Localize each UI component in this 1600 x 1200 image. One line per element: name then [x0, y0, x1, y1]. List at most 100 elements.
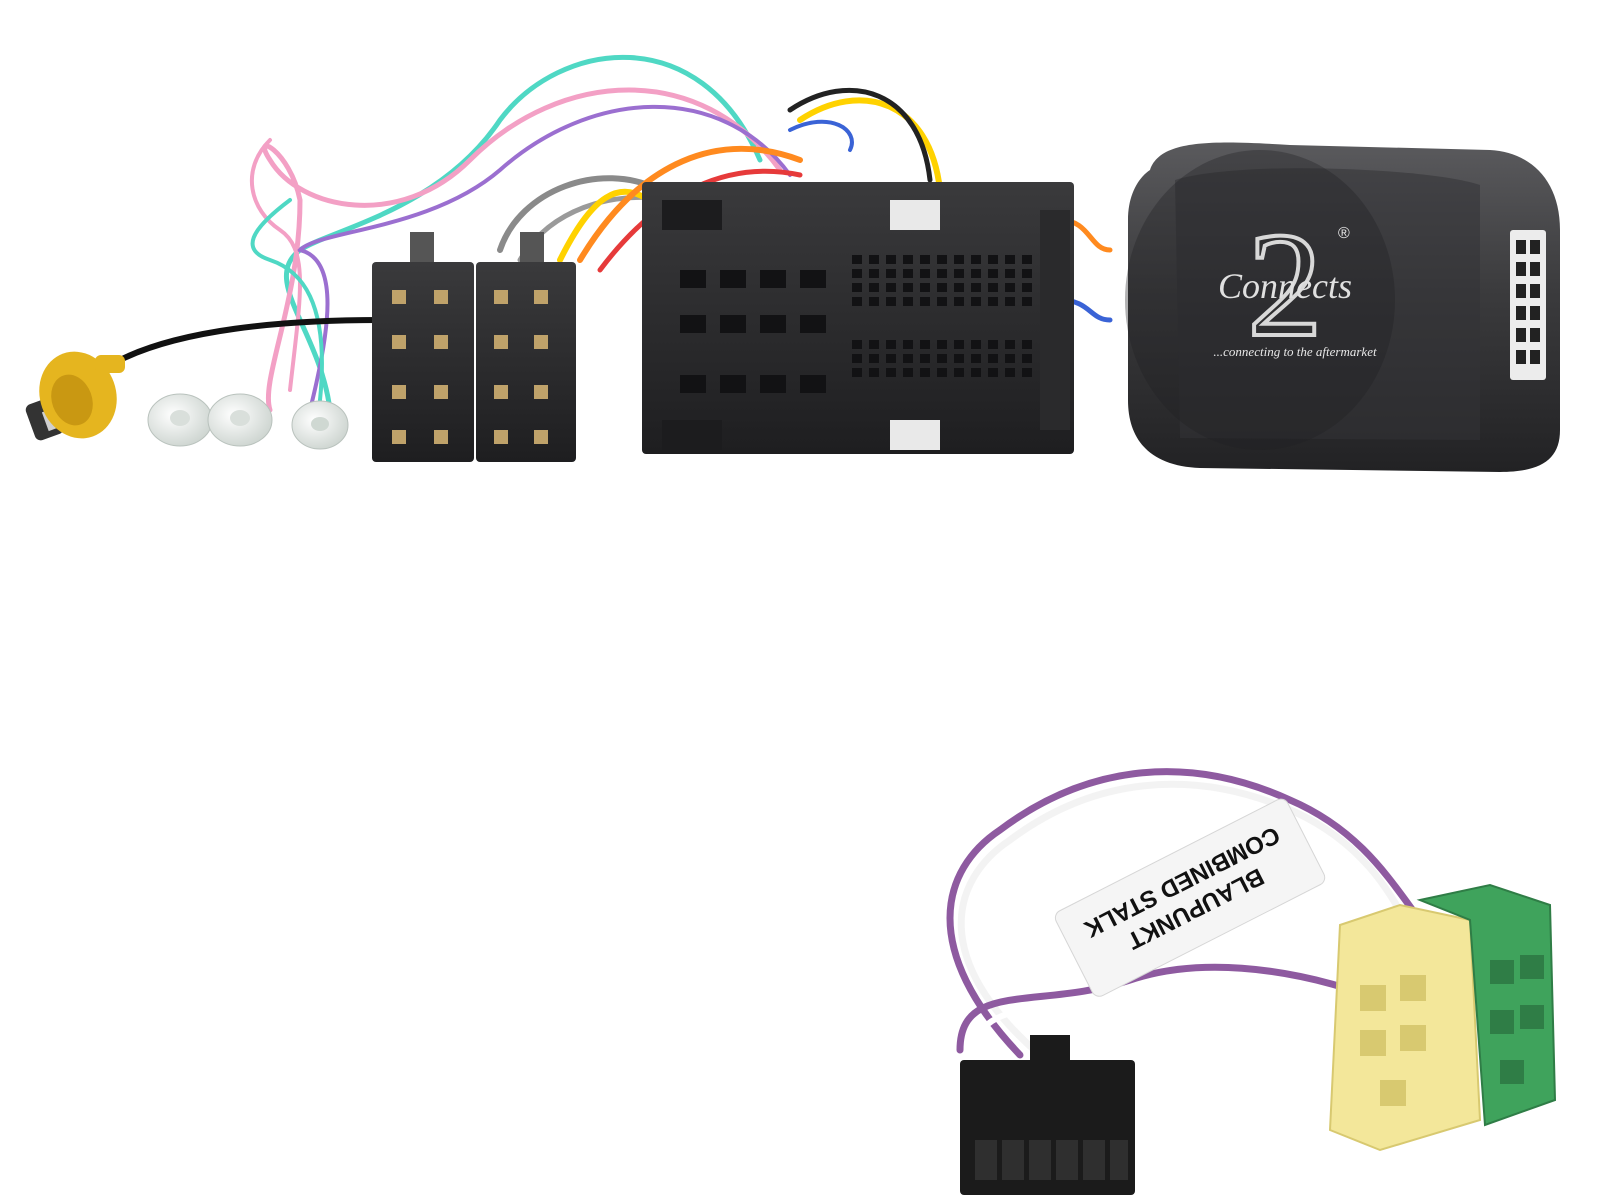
connector-pin-cavity	[720, 375, 746, 393]
connector-pin-cavity	[886, 255, 896, 264]
connector-pin-cavity	[869, 283, 879, 292]
connector-pin-cavity	[971, 283, 981, 292]
connector-pin-cavity	[971, 269, 981, 278]
connector-pin-cavity	[954, 255, 964, 264]
connector-pin-cavity	[988, 368, 998, 377]
black-multipin-connector	[960, 1035, 1135, 1195]
connector-pin-cavity	[760, 375, 786, 393]
connector-pin-cavity	[852, 283, 862, 292]
connector-pin-cavity	[1022, 354, 1032, 363]
rca-plug	[25, 351, 125, 441]
connector-pin-cavity	[852, 297, 862, 306]
connector-pin-cavity	[988, 283, 998, 292]
connector-pin-cavity	[954, 297, 964, 306]
iso-connector-left	[372, 232, 474, 462]
connector-pin-cavity	[1005, 340, 1015, 349]
connector-pin-cavity	[971, 255, 981, 264]
connector-pin-cavity	[903, 368, 913, 377]
connector-pin-cavity	[869, 269, 879, 278]
connector-pin-cavity	[1005, 354, 1015, 363]
green-mini-iso-connector	[1416, 883, 1557, 1127]
connector-pin-cavity	[886, 283, 896, 292]
connector-pin-cavity	[920, 283, 930, 292]
connector-pin-cavity	[1005, 255, 1015, 264]
connector-pin-cavity	[988, 354, 998, 363]
yellow-mini-iso-connector	[1328, 903, 1482, 1152]
connector-pin-cavity	[988, 269, 998, 278]
connector-pin-cavity	[869, 368, 879, 377]
connector-pin-cavity	[800, 375, 826, 393]
connector-pin-cavity	[937, 354, 947, 363]
lead-wire-white-2	[967, 974, 1373, 1063]
connector-pin-cavity	[903, 269, 913, 278]
connector-pin-cavity	[1005, 297, 1015, 306]
connector-pin-cavity	[971, 354, 981, 363]
connector-pin-cavity	[1022, 297, 1032, 306]
connector-pin-cavity	[937, 255, 947, 264]
brand-tagline: ...connecting to the aftermarket	[1213, 344, 1377, 359]
vehicle-connector	[642, 182, 1074, 454]
wire-blue	[788, 119, 854, 152]
connector-pin-cavity	[971, 340, 981, 349]
brand-numeral: 2	[1248, 202, 1323, 368]
lead-wire-white	[958, 781, 1413, 1058]
connector-pin-cavity	[800, 270, 826, 288]
main-harness: 2 ® Connects ...connecting to the afterm…	[25, 55, 1560, 472]
connector-pin-cavity	[1022, 340, 1032, 349]
connector-pin-cavity	[800, 315, 826, 333]
connector-pin-cavity	[1005, 269, 1015, 278]
connector-pin-cavity	[988, 255, 998, 264]
connector-pin-cavity	[869, 354, 879, 363]
connector-pin-cavity	[937, 297, 947, 306]
connector-pin-cavity	[937, 269, 947, 278]
wire-teal-loop	[250, 198, 324, 402]
connector-pin-cavity	[971, 368, 981, 377]
connector-pin-cavity	[760, 315, 786, 333]
connector-pin-cavity	[852, 368, 862, 377]
connector-pin-cavity	[760, 270, 786, 288]
connector-pin-cavity	[720, 315, 746, 333]
connector-pin-cavity	[903, 283, 913, 292]
wire-orange	[577, 145, 803, 263]
connector-pin-cavity	[937, 368, 947, 377]
connector-pin-cavity	[920, 297, 930, 306]
connector-pin-cavity	[869, 255, 879, 264]
connector-pin-cavity	[903, 354, 913, 363]
connector-pin-cavity	[852, 269, 862, 278]
connector-pin-cavity	[954, 354, 964, 363]
brand-word: Connects	[1218, 266, 1352, 306]
connector-pin-cavity	[1022, 255, 1032, 264]
connector-pin-cavity	[1022, 368, 1032, 377]
connector-pin-cavity	[886, 269, 896, 278]
connector-pin-cavity	[954, 283, 964, 292]
bullet-connectors	[147, 393, 349, 450]
adapter-lead: COMBINED STALK BLAUPUNKT	[946, 768, 1557, 1195]
connector-pin-cavity	[920, 255, 930, 264]
connector-pin-cavity	[988, 297, 998, 306]
connector-pin-cavity	[886, 354, 896, 363]
connector-pin-cavity	[680, 375, 706, 393]
wire-rca-black	[117, 317, 383, 363]
connector-pin-cavity	[720, 270, 746, 288]
connector-pin-cavity	[903, 340, 913, 349]
harness-wires	[117, 55, 1113, 413]
connector-pin-cavity	[920, 269, 930, 278]
brand-registered: ®	[1338, 225, 1350, 242]
connector-pin-cavity	[920, 340, 930, 349]
connector-pin-cavity	[886, 297, 896, 306]
connector-pin-cavity	[954, 368, 964, 377]
connector-pin-cavity	[937, 340, 947, 349]
lead-wire-purple	[946, 768, 1424, 1059]
connector-pin-cavity	[971, 297, 981, 306]
connector-pin-cavity	[886, 368, 896, 377]
connector-pin-cavity	[886, 340, 896, 349]
connector-pin-cavity	[954, 269, 964, 278]
connector-pin-cavity	[680, 270, 706, 288]
connector-pin-cavity	[852, 354, 862, 363]
wire-yellow	[797, 97, 943, 193]
connector-pin-cavity	[869, 340, 879, 349]
connector-pin-cavity	[1022, 269, 1032, 278]
connector-pin-cavity	[1005, 368, 1015, 377]
connector-pin-cavity	[920, 354, 930, 363]
